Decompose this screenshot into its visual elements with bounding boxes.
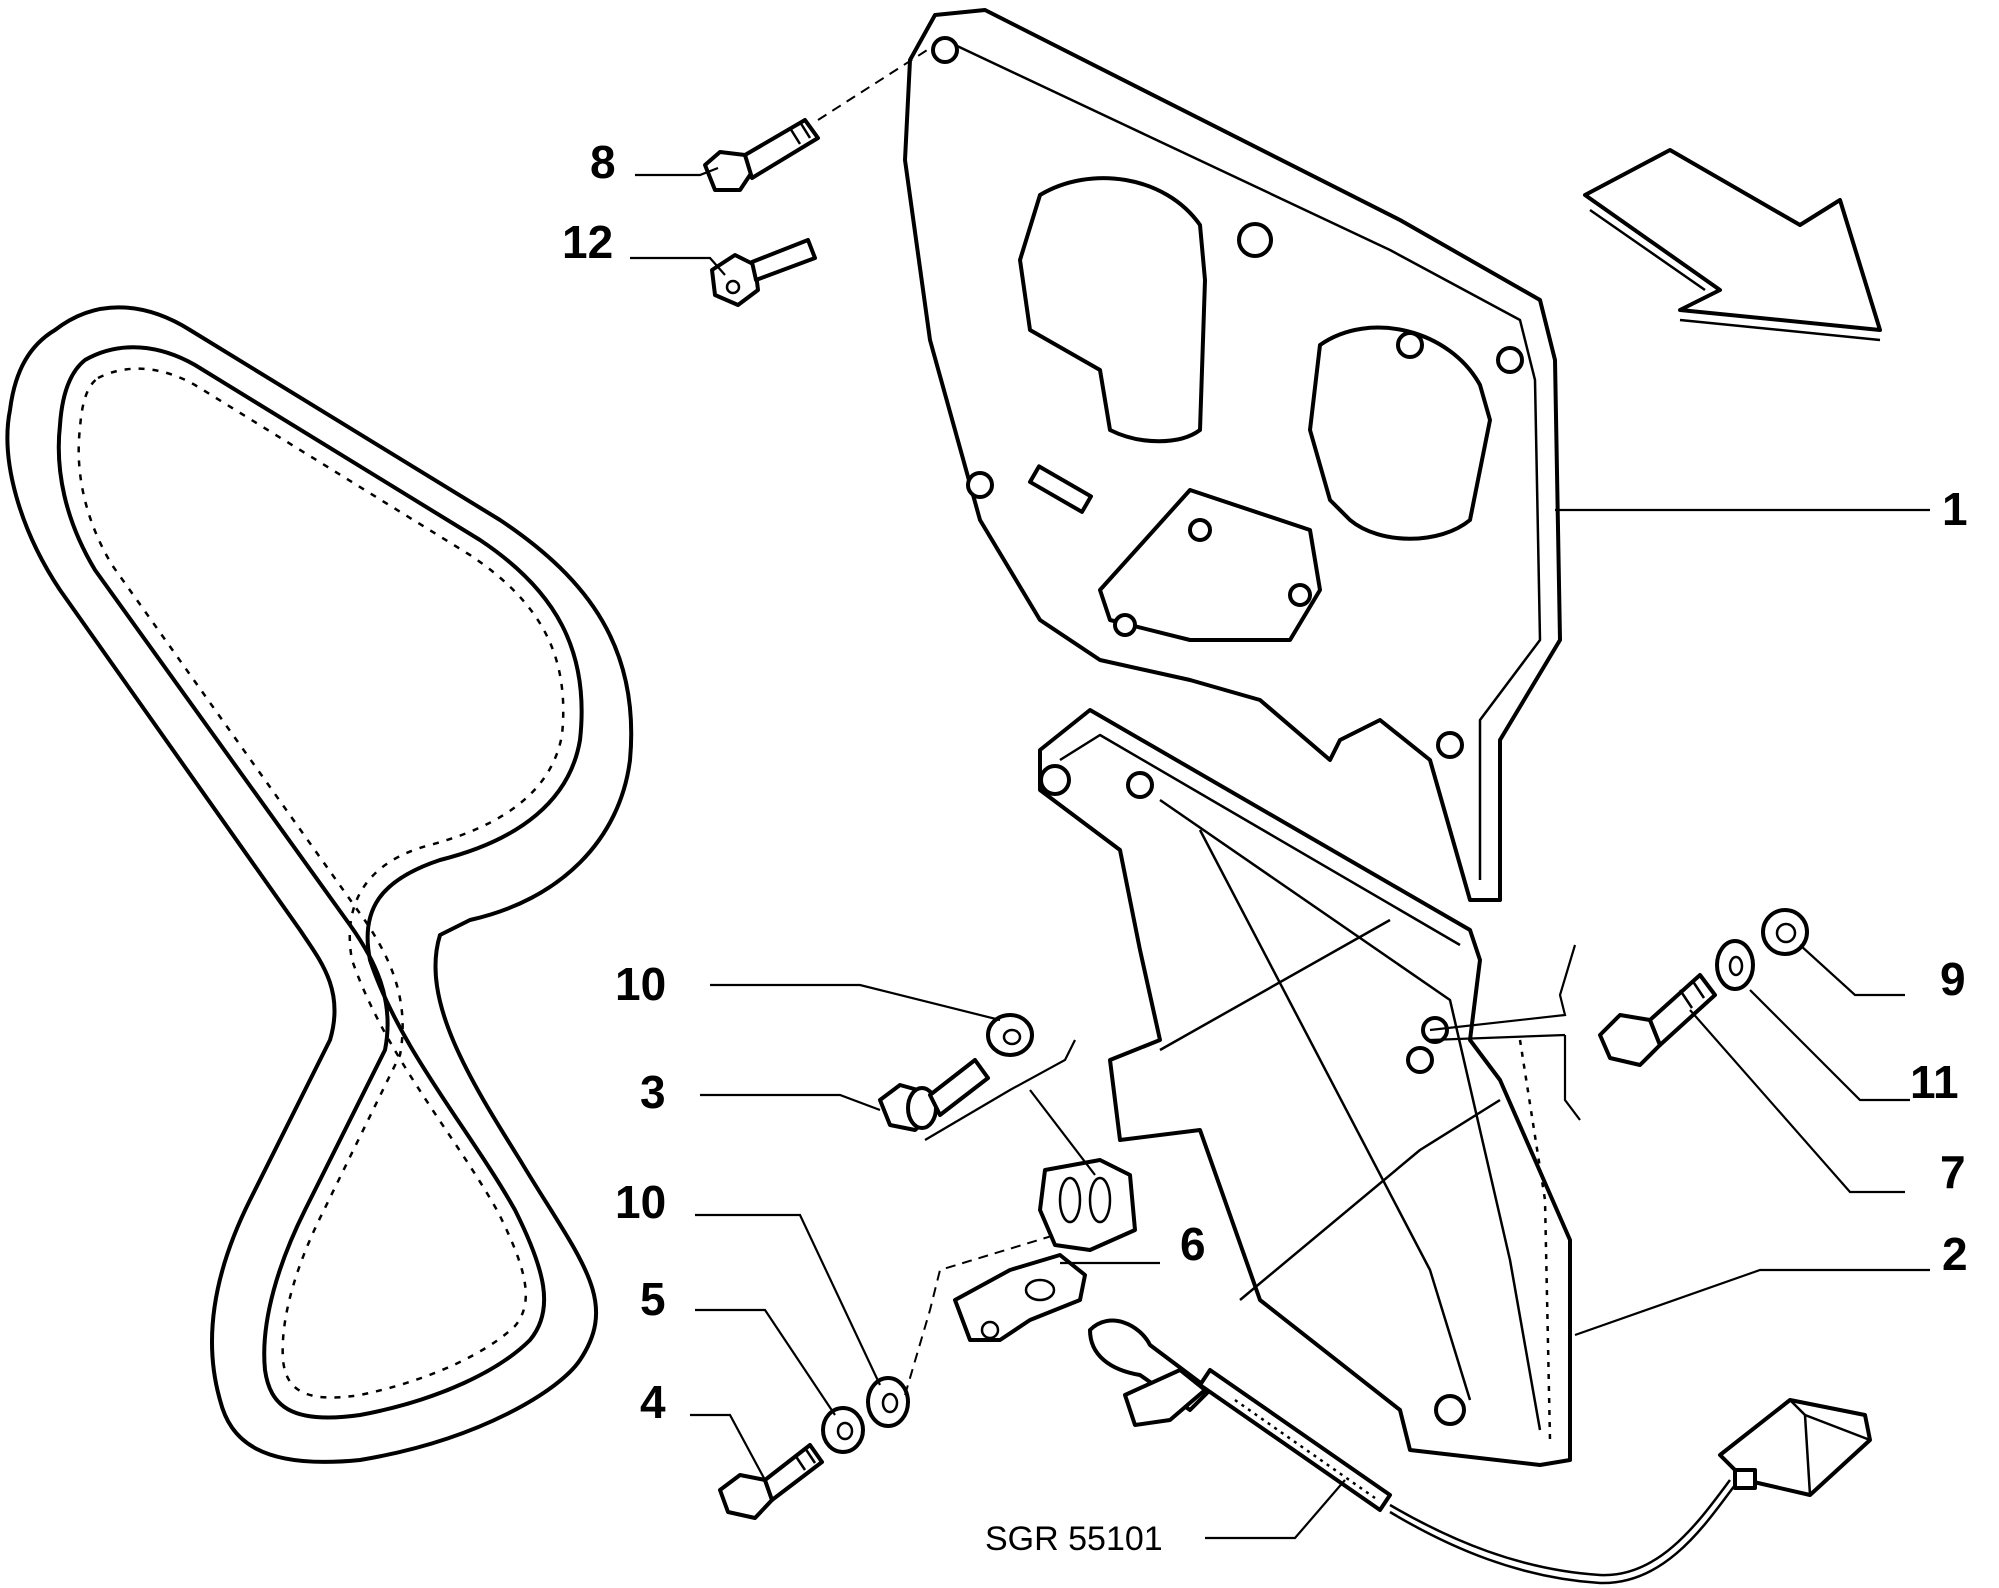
washer <box>821 1406 865 1454</box>
callout-4: 4 <box>640 1376 666 1428</box>
timing-belt <box>5 305 634 1464</box>
callout-2: 2 <box>1942 1228 1968 1280</box>
direction-arrow <box>1583 148 1882 332</box>
callout-3: 3 <box>640 1066 666 1118</box>
callout-1: 1 <box>1942 483 1968 535</box>
callout-12: 12 <box>562 216 613 268</box>
washer <box>1715 939 1755 991</box>
callout-6: 6 <box>1180 1218 1206 1270</box>
callout-10-lower: 10 <box>615 1176 666 1228</box>
washer <box>1761 908 1809 956</box>
leader-lines <box>630 166 1930 1540</box>
lower-timing-cover <box>1038 708 1572 1467</box>
sensor-with-cable <box>1088 1318 1872 1585</box>
reference-code: SGR 55101 <box>985 1520 1163 1558</box>
bolt-with-washer <box>878 1058 990 1132</box>
callout-10-upper: 10 <box>615 958 666 1010</box>
hex-bolt <box>718 1443 824 1520</box>
flange-bolt <box>703 118 820 192</box>
callout-9: 9 <box>1940 953 1966 1005</box>
tensioner-bracket <box>953 1158 1137 1342</box>
washer <box>866 1376 910 1428</box>
callout-11: 11 <box>1910 1056 1959 1108</box>
callout-5: 5 <box>640 1273 666 1325</box>
callout-7: 7 <box>1940 1146 1966 1198</box>
callout-8: 8 <box>590 136 616 188</box>
upper-timing-cover <box>903 8 1562 902</box>
hex-bolt <box>1598 973 1717 1067</box>
washer <box>986 1013 1034 1057</box>
stud-spacer <box>710 238 817 307</box>
